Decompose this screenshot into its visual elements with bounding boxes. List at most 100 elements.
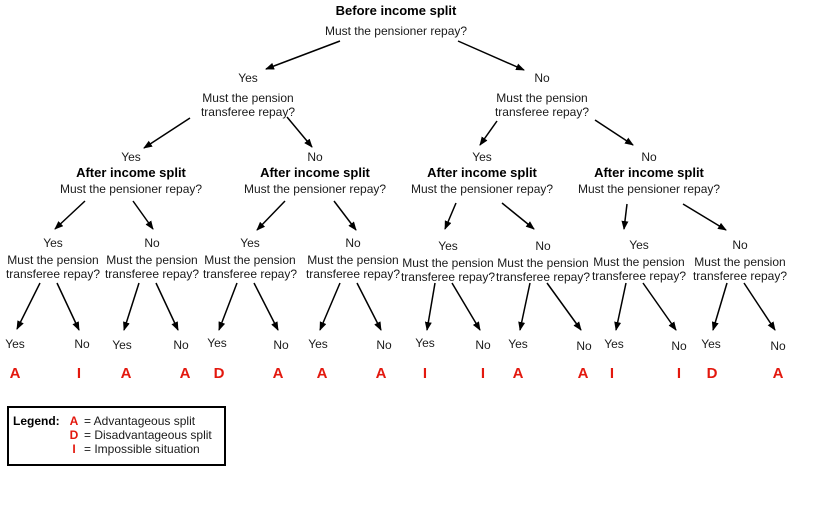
arrow-line xyxy=(424,282,436,331)
node-before-income-split: Before income split Must the pensioner r… xyxy=(325,4,467,38)
leaf-answer-label: No xyxy=(273,338,289,352)
arrow-line xyxy=(56,282,80,331)
node-question: Must the pension transferee repay? xyxy=(495,256,591,284)
outcome-letter: A xyxy=(9,365,21,382)
node-question: Must the pension transferee repay? xyxy=(692,255,788,283)
leaf-answer-label: No xyxy=(770,339,786,353)
branch-answer-label: Yes xyxy=(629,238,649,252)
node-question: Must the pension transferee repay? xyxy=(591,255,687,283)
node-question: Must the pensioner repay? xyxy=(577,182,721,196)
outcome-letter: A xyxy=(316,365,328,382)
arrow-line xyxy=(16,282,41,330)
outcome-letter: A xyxy=(179,365,191,382)
arrow-line xyxy=(444,202,457,230)
arrow-line xyxy=(54,200,86,230)
legend-key: I xyxy=(72,442,76,456)
legend-desc: = Impossible situation xyxy=(84,442,200,456)
outcome-letter: A xyxy=(512,365,524,382)
outcome-letter: I xyxy=(480,365,486,382)
arrow-line xyxy=(253,282,279,331)
node-stage-title: After income split xyxy=(427,165,537,180)
arrow-line xyxy=(682,203,727,231)
arrow-line xyxy=(614,282,627,331)
node-question: Must the pensioner repay? xyxy=(410,182,554,196)
legend-row: D = Disadvantageous split xyxy=(13,428,212,442)
arrow-line xyxy=(265,40,341,70)
node-question: Must the pension transferee repay? xyxy=(200,91,296,119)
arrow-line xyxy=(256,200,286,231)
node-stage-title: After income split xyxy=(594,165,704,180)
arrow-line xyxy=(711,282,728,331)
branch-answer-label: Yes xyxy=(472,150,492,164)
arrow-line xyxy=(132,200,154,230)
tree-node-l2-2: No After income split Must the pensioner… xyxy=(244,151,386,196)
outcome-letter: A xyxy=(375,365,387,382)
arrow-line xyxy=(155,282,179,331)
node-question: Must the pension transferee repay? xyxy=(104,253,200,281)
branch-answer-label: Yes xyxy=(438,239,458,253)
outcome-letter: A xyxy=(772,365,784,382)
branch-answer-label: No xyxy=(345,236,361,250)
branch-answer-label: No xyxy=(307,150,323,164)
arrow-line xyxy=(518,282,531,331)
tree-node-l3-3: Yes Must the pension transferee repay? xyxy=(197,236,303,282)
leaf-answer-label: No xyxy=(671,339,687,353)
node-question: Must the pension transferee repay? xyxy=(400,256,496,284)
branch-answer-label: No xyxy=(641,150,657,164)
tree-node-l2-1: Yes After income split Must the pensione… xyxy=(60,151,202,196)
arrow-line xyxy=(286,116,313,148)
outcome-letter: I xyxy=(422,365,428,382)
tree-node-l1-no: No Must the pension transferee repay? xyxy=(489,71,595,120)
arrow-line xyxy=(457,40,525,71)
node-question: Must the pension transferee repay? xyxy=(494,91,590,119)
tree-node-l3-4: No Must the pension transferee repay? xyxy=(300,236,406,282)
node-question: Must the pensioner repay? xyxy=(324,24,468,38)
legend-row: I = Impossible situation xyxy=(13,442,212,456)
node-question: Must the pension transferee repay? xyxy=(5,253,101,281)
legend-key: D xyxy=(69,428,79,442)
branch-answer-label: Yes xyxy=(121,150,141,164)
arrow-line xyxy=(743,282,776,331)
branch-answer-label: Yes xyxy=(43,236,63,250)
leaf-answer-label: Yes xyxy=(701,337,721,351)
branch-answer-label: No xyxy=(732,238,748,252)
arrow-line xyxy=(642,282,677,331)
arrow-line xyxy=(594,119,634,146)
tree-node-l1-yes: Yes Must the pension transferee repay? xyxy=(195,72,301,120)
legend-desc: = Disadvantageous split xyxy=(84,428,212,442)
leaf-answer-label: Yes xyxy=(604,337,624,351)
arrow-line xyxy=(501,202,535,230)
leaf-answer-label: No xyxy=(173,338,189,352)
outcome-letter: I xyxy=(76,365,82,382)
leaf-answer-label: Yes xyxy=(308,337,328,351)
tree-node-l3-8: No Must the pension transferee repay? xyxy=(687,238,793,284)
arrow-line xyxy=(479,120,498,146)
arrow-line xyxy=(451,282,481,331)
leaf-answer-label: No xyxy=(74,337,90,351)
node-question: Must the pensioner repay? xyxy=(243,182,387,196)
arrow-line xyxy=(319,282,341,331)
outcome-letter: I xyxy=(676,365,682,382)
arrow-line xyxy=(218,282,238,331)
arrow-line xyxy=(356,282,382,331)
outcome-letter: I xyxy=(609,365,615,382)
branch-answer-label: No xyxy=(144,236,160,250)
arrow-line xyxy=(546,282,582,331)
node-question: Must the pensioner repay? xyxy=(59,182,203,196)
branch-answer-label: Yes xyxy=(240,236,260,250)
leaf-answer-label: No xyxy=(376,338,392,352)
leaf-answer-label: No xyxy=(576,339,592,353)
tree-node-l3-1: Yes Must the pension transferee repay? xyxy=(0,236,106,282)
tree-node-l3-2: No Must the pension transferee repay? xyxy=(99,236,205,282)
legend-row: Legend: A = Advantageous split xyxy=(13,414,212,428)
node-question: Must the pension transferee repay? xyxy=(305,253,401,281)
branch-answer-label: No xyxy=(534,71,550,85)
node-stage-title: Before income split xyxy=(335,3,457,18)
branch-answer-label: No xyxy=(535,239,551,253)
arrow-line xyxy=(333,200,357,231)
arrow-line xyxy=(621,203,629,230)
outcome-letter: A xyxy=(120,365,132,382)
leaf-answer-label: Yes xyxy=(415,336,435,350)
